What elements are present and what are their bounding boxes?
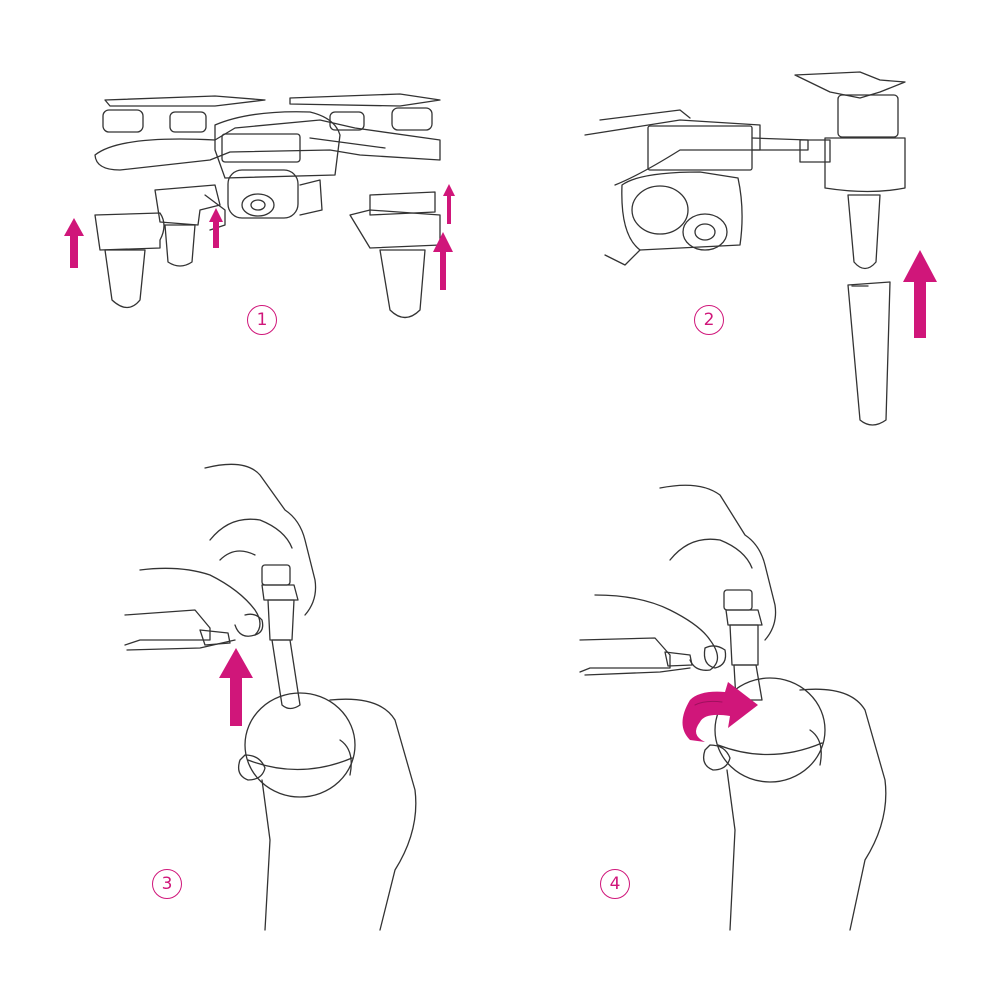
drone-front-illustration (94, 93, 441, 319)
arrow-up-icon (903, 250, 937, 338)
arrow-up-icon (64, 184, 455, 290)
step-number-4: 4 (600, 869, 630, 899)
step-number-2: 2 (694, 305, 724, 335)
drone-side-illustration (584, 71, 906, 426)
step-number-1: 1 (247, 305, 277, 335)
step-number-3: 3 (152, 869, 182, 899)
hand-illustration (124, 463, 417, 931)
arrow-up-icon (219, 648, 253, 726)
rotate-arrow-icon (682, 682, 758, 742)
hand-illustration (579, 484, 887, 931)
